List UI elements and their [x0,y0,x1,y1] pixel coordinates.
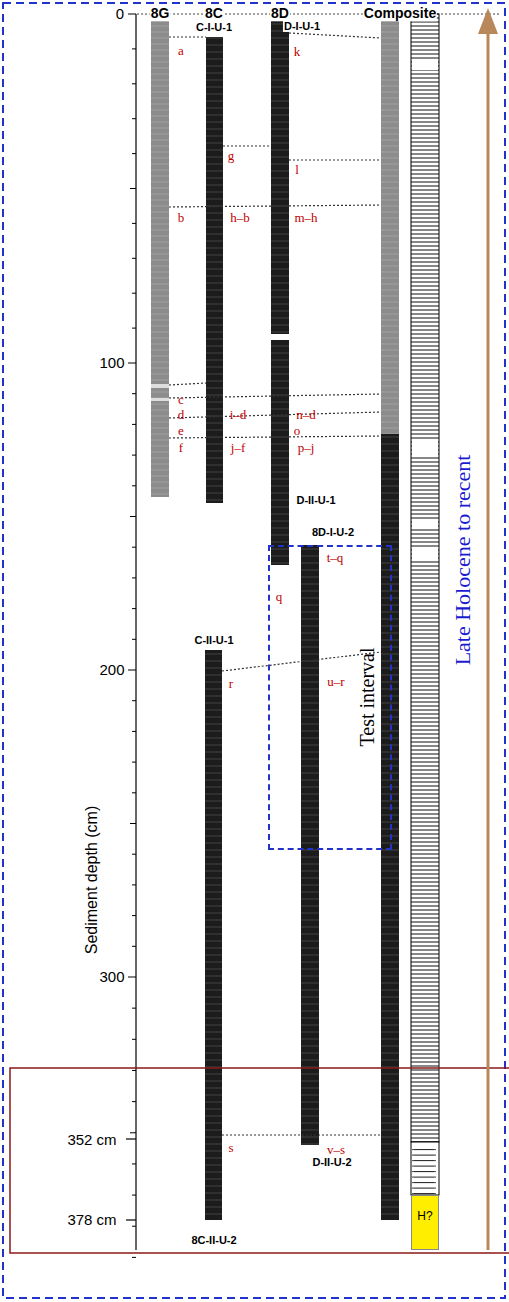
tie-point-label: m–h [294,211,317,225]
tie-point-label: b [178,211,185,225]
core-8c-lower [205,650,222,1220]
hiatus-box: H? [411,1195,439,1250]
lithology-column [411,14,439,1142]
composite-core [381,434,399,1220]
tie-point-label: u–r [327,675,344,689]
tie-point-label: v–s [327,1143,345,1157]
tie-point-label: e [178,424,184,438]
tie-point-label: f [179,441,183,455]
interval-label: Test interval [356,647,378,746]
core-8d-upper [271,20,289,334]
core-8d-lower [301,545,319,1145]
axis-title: Sediment depth (cm) [83,806,101,955]
tie-point-label: r [229,677,233,691]
age-label: Late Holocene to recent [451,455,475,666]
column-title: 8C [204,6,224,21]
core-8g [151,14,169,497]
tie-point-label: o [294,424,301,438]
time-arrow [487,30,490,1250]
test-interval-box: Test interval [268,545,392,850]
tie-point-label: k [294,45,301,59]
tie-point-label: d [178,408,185,422]
core-8d-middle [271,340,289,565]
hiatus-label: H? [417,1211,432,1224]
tie-point-label: q [276,590,283,604]
tie-point-label: j–f [231,441,245,455]
composite-core [381,14,399,434]
tie-point-label: l [295,163,299,177]
tie-point-label: n–d [296,408,316,422]
core-section-label: C-I-U-1 [195,21,233,33]
tie-point-label: g [228,149,235,163]
tie-point-label: p–j [298,441,315,455]
column-title: Composite [363,6,437,21]
depth-tick-label: 100 [99,355,124,372]
core-section-label: D-II-U-1 [295,494,336,506]
tie-point-label: t–q [327,551,344,565]
tie-point-label: h–b [230,211,250,225]
depth-tick-label: 352 cm [67,1132,116,1149]
core-section-label: D-II-U-2 [311,1156,352,1168]
core-section-label: D-I-U-1 [283,20,321,32]
depth-tick-label: 378 cm [67,1212,116,1229]
depth-tick-label: 200 [99,662,124,679]
frame [3,3,505,1298]
core-section-label: 8C-II-U-2 [190,1234,237,1246]
core-8c-upper [206,37,223,503]
depth-tick-label: 0 [116,6,124,23]
depth-axis [126,14,136,1257]
tie-point-label: i–d [230,408,247,422]
depth-tick-label: 300 [99,969,124,986]
arrow-head [478,8,498,34]
core-section-label: 8D-I-U-2 [311,526,355,538]
tie-point-label: c [178,393,184,407]
tie-point-label: s [228,1141,233,1155]
correlation-lines [169,33,381,1135]
tie-point-label: a [178,44,184,58]
highlight-box [10,1068,509,1253]
core-section-label: C-II-U-1 [193,634,234,646]
column-title: 8G [150,6,171,21]
